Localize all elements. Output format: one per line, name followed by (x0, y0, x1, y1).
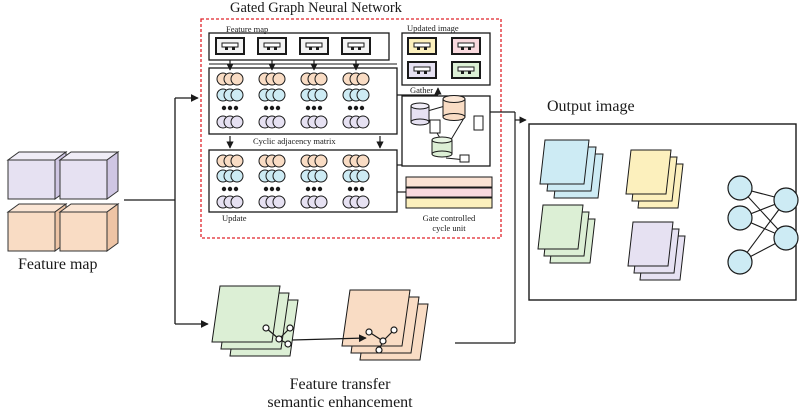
circle-triplet (258, 169, 286, 183)
transfer-connectors (455, 120, 516, 344)
circle-triplet (300, 195, 328, 209)
circle-triplet (258, 72, 286, 86)
node-box-1 (429, 119, 441, 134)
output-stack-purple (627, 221, 686, 281)
circle-triplet (342, 115, 370, 129)
output-image-label: Output image (547, 98, 635, 115)
circle-triplet (300, 169, 328, 183)
circle-triplet (216, 88, 244, 102)
cylinder-green (431, 136, 453, 158)
transfer-stack-green (211, 285, 299, 357)
transfer-stack-orange (341, 289, 429, 361)
circle-triplet (300, 88, 328, 102)
ellipsis-dots (347, 105, 365, 111)
ellipsis-dots (221, 105, 239, 111)
node-box-2 (473, 115, 484, 131)
circle-triplet (216, 169, 244, 183)
circle-triplet (258, 195, 286, 209)
gate-controlled-cycle-unit (405, 176, 493, 209)
ellipsis-dots (221, 186, 239, 192)
input-connectors (124, 94, 209, 328)
cylinder-purple (410, 102, 430, 126)
updated-block-yellow (407, 37, 437, 55)
circle-triplet (300, 154, 328, 168)
updated-block-pink (451, 37, 481, 55)
output-stack-green (537, 204, 596, 264)
cube-top-left (6, 151, 68, 200)
circle-triplet (216, 115, 244, 129)
feature-transfer-label-line1: Feature transfer (289, 376, 391, 393)
cube-top-right (58, 151, 120, 200)
ellipsis-dots (305, 105, 323, 111)
feature-map-block (299, 37, 329, 55)
output-network-graph (727, 175, 799, 275)
cyclic-adjacency-label: Cyclic adjacency matrix (253, 136, 336, 146)
ellipsis-dots (347, 186, 365, 192)
node-box-3 (459, 154, 470, 163)
circle-triplet (258, 115, 286, 129)
transfer-arrow (291, 334, 367, 343)
inner-feature-map-label: Feature map (226, 24, 269, 34)
transfer-graph-right (365, 326, 398, 354)
circle-triplet (258, 154, 286, 168)
feature-map-down-arrows (209, 60, 397, 71)
ellipsis-dots (305, 186, 323, 192)
update-label: Update (222, 213, 247, 223)
gate-controlled-label-line1: Gate controlled (422, 213, 476, 223)
feature-transfer-label-line2: semantic enhancement (267, 394, 413, 411)
ggnn-box (200, 18, 502, 239)
transfer-graph-left (262, 324, 294, 348)
gate-controlled-label-line2: cycle unit (432, 223, 466, 233)
input-feature-map-label: Feature map (18, 256, 98, 273)
cyclic-adjacency-arrows (226, 136, 384, 149)
updated-image-label: Updated image (407, 23, 459, 33)
circle-triplet (342, 154, 370, 168)
output-stack-cyan (539, 139, 604, 199)
cylinder-orange (442, 95, 466, 121)
circle-triplet (216, 72, 244, 86)
circle-triplet (342, 169, 370, 183)
cube-bottom-left (6, 203, 68, 252)
circle-triplet (342, 195, 370, 209)
updated-block-green (451, 61, 481, 79)
input-feature-map-cubes (6, 151, 120, 252)
circle-triplet (258, 88, 286, 102)
feature-map-block (257, 37, 287, 55)
gather-graph (410, 95, 484, 163)
circle-triplet (300, 72, 328, 86)
circle-triplet (216, 195, 244, 209)
internal-connectors (397, 87, 527, 193)
ellipsis-dots (263, 186, 281, 192)
feature-map-block (341, 37, 371, 55)
circle-triplet (342, 88, 370, 102)
ellipsis-dots (263, 105, 281, 111)
circle-triplet (300, 115, 328, 129)
updated-block-purple (407, 61, 437, 79)
gather-label: Gather (410, 85, 434, 95)
feature-map-block (215, 37, 245, 55)
circle-triplet (216, 154, 244, 168)
cube-bottom-right (58, 203, 120, 252)
diagram-title: Gated Graph Neural Network (230, 0, 402, 16)
inner-feature-map-bar (208, 32, 390, 61)
output-stack-yellow (625, 149, 684, 209)
circle-triplet (342, 72, 370, 86)
